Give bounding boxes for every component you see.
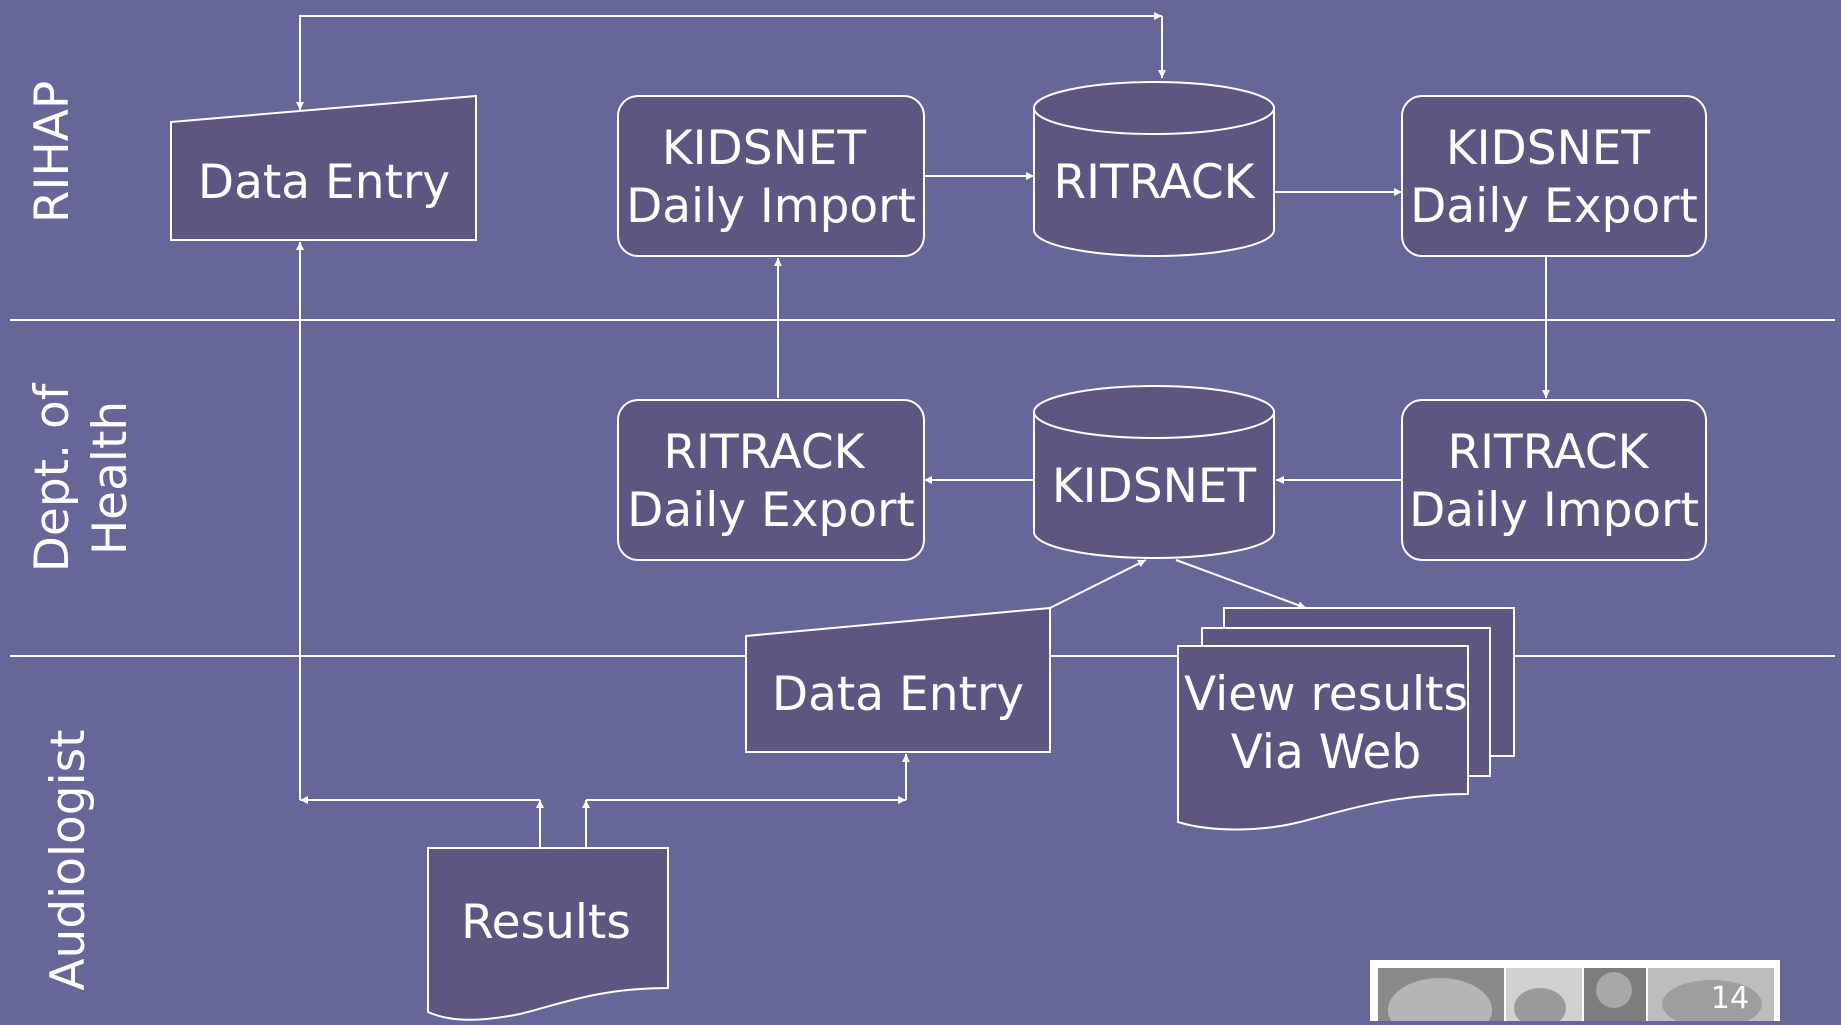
- connector-data-entry-to-ritrack: [296, 12, 1162, 110]
- kidsnet-daily-import-line1: KIDSNET: [662, 121, 867, 176]
- ritrack-database-label: RITRACK: [1054, 155, 1256, 210]
- ritrack-daily-import-line1: RITRACK: [1448, 425, 1650, 480]
- kidsnet-database-node: KIDSNET: [1033, 385, 1275, 559]
- data-entry-bottom-node: Data Entry: [745, 606, 1051, 753]
- data-entry-bottom-label: Data Entry: [772, 667, 1024, 722]
- slide-number: 14: [1711, 981, 1749, 1016]
- view-results-line1: View results: [1184, 667, 1468, 722]
- kidsnet-daily-export-line2: Daily Export: [1410, 179, 1698, 234]
- ritrack-database-node: RITRACK: [1033, 81, 1275, 257]
- connector-data-entry-to-kidsnet: [1049, 559, 1147, 609]
- ritrack-daily-export-line1: RITRACK: [664, 425, 866, 480]
- ritrack-daily-import-line2: Daily Import: [1409, 483, 1699, 538]
- ritrack-daily-export-line2: Daily Export: [627, 483, 915, 538]
- lane-label-audiologist: Audiologist: [41, 729, 96, 990]
- kidsnet-daily-export-node: KIDSNET Daily Export: [1401, 95, 1707, 257]
- kidsnet-daily-import-node: KIDSNET Daily Import: [617, 95, 925, 257]
- lane-label-doh-line2: Health: [83, 401, 138, 555]
- lane-label-doh-line1: Dept. of: [25, 382, 80, 572]
- kidsnet-daily-export-line1: KIDSNET: [1446, 121, 1651, 176]
- data-entry-top-label: Data Entry: [198, 155, 450, 210]
- connectors: [296, 12, 1550, 848]
- results-label: Results: [461, 895, 631, 950]
- kidsnet-daily-import-line2: Daily Import: [626, 179, 916, 234]
- data-entry-top-node: Data Entry: [170, 94, 477, 241]
- results-node: Results: [427, 847, 669, 1021]
- connector-kidsnet-to-view-results: [1175, 559, 1307, 609]
- view-results-node: View results Via Web: [1177, 607, 1515, 831]
- view-results-line2: Via Web: [1231, 725, 1421, 780]
- lane-label-rihap: RIHAP: [25, 81, 80, 223]
- ritrack-daily-import-node: RITRACK Daily Import: [1401, 399, 1707, 561]
- ritrack-daily-export-node: RITRACK Daily Export: [617, 399, 925, 561]
- photo-strip: 14: [1370, 960, 1780, 1025]
- kidsnet-database-label: KIDSNET: [1052, 459, 1257, 514]
